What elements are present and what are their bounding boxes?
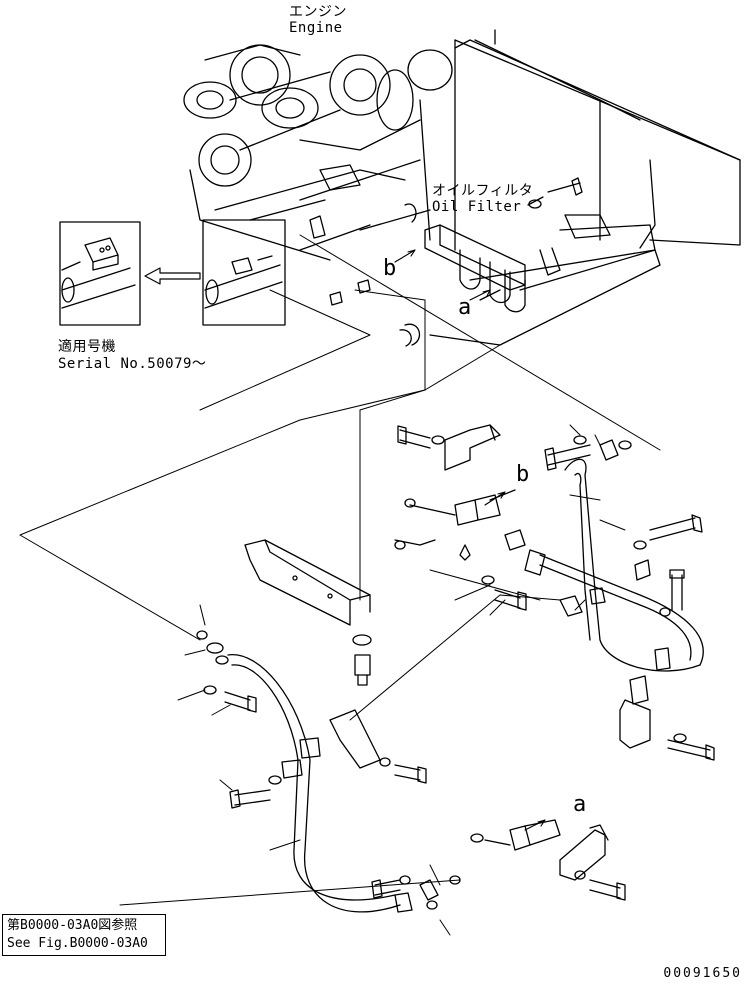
- serial-label-en: Serial No.50079～: [58, 356, 207, 372]
- callout-a-top: a: [458, 295, 472, 320]
- oil-filter-assembly: [424, 177, 583, 313]
- reference-note-jp: 第B0000-03A0図参照: [7, 918, 138, 933]
- callout-b-mid: b: [516, 462, 530, 487]
- inset-detail: [59, 221, 141, 326]
- callout-a-bottom: a: [573, 792, 587, 817]
- engine-label-en: Engine: [289, 20, 343, 36]
- callout-arrows[interactable]: [394, 249, 546, 831]
- upper-bracket: [394, 424, 527, 611]
- small-brackets: [329, 279, 421, 347]
- leader-lines: [19, 234, 661, 906]
- reference-note: 第B0000-03A0図参照 See Fig.B0000-03A0: [2, 914, 166, 956]
- engine-frame: [429, 29, 741, 346]
- serial-label-jp: 適用号機: [58, 339, 116, 355]
- callout-ticks: [177, 424, 626, 936]
- right-hose-assembly: [524, 435, 715, 761]
- drawing-code: 00091650: [663, 966, 742, 981]
- inset-arrow: [144, 267, 201, 285]
- reference-note-en: See Fig.B0000-03A0: [7, 936, 148, 951]
- support-bracket: [244, 539, 372, 686]
- left-hose-assembly: [196, 630, 461, 913]
- detail-box: [202, 219, 286, 326]
- oil-filter-label-en: Oil Filter: [432, 199, 522, 215]
- oil-filter-label-jp: オイルフィルタ: [432, 183, 534, 199]
- engine-block: [183, 44, 453, 261]
- callout-b-top: b: [383, 256, 397, 281]
- engine-label-jp: エンジン: [289, 4, 347, 20]
- lower-bracket: [470, 819, 626, 901]
